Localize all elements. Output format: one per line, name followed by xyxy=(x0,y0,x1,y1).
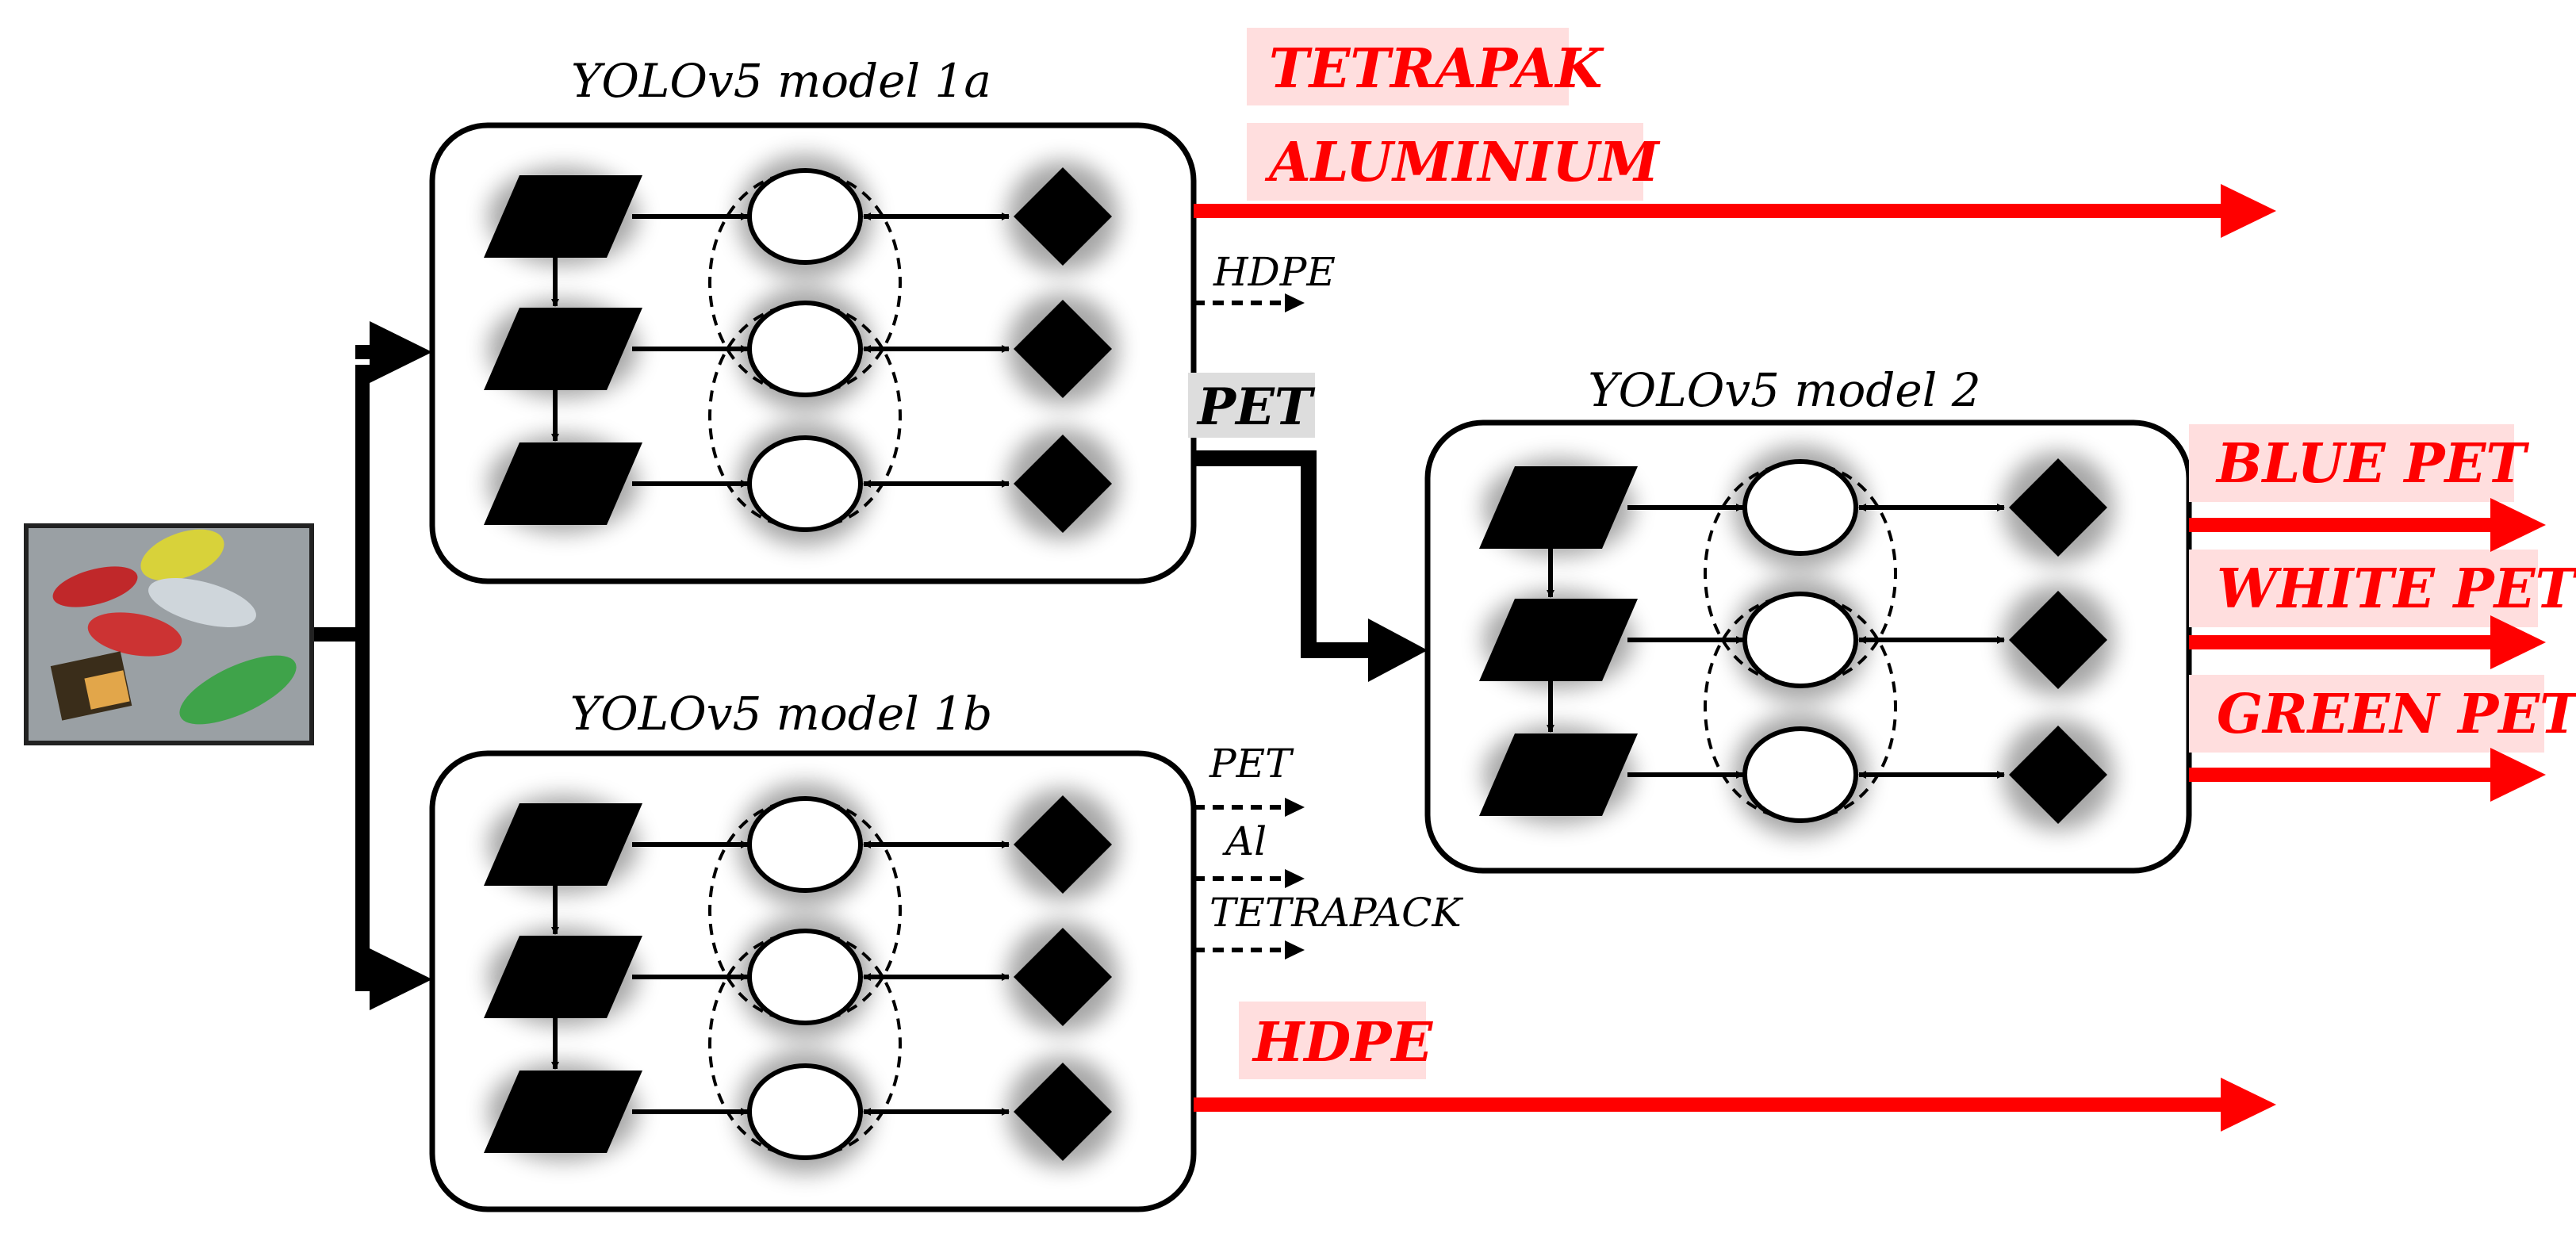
dashed-label-tetrapack: TETRAPACK xyxy=(1209,890,1463,936)
model-2-network-output-node-1 xyxy=(2009,458,2107,557)
input-waste-image xyxy=(24,523,314,745)
model-1b-network-output-node-3 xyxy=(1014,1063,1112,1161)
model-2-network-input-node-2 xyxy=(1479,599,1638,681)
dashed-outputs: HDPE PET Al TETRAPACK xyxy=(1194,249,1463,959)
model-1b-network xyxy=(484,783,1118,1174)
model-1b-network-hidden-node-2 xyxy=(747,929,863,1025)
model-1a-network-output-node-3 xyxy=(1014,435,1112,533)
label-blue-pet: BLUE PET xyxy=(2215,432,2529,496)
output-arrows xyxy=(1194,184,2546,1132)
label-white-pet: WHITE PET xyxy=(2217,557,2576,621)
model-1a-network-hidden-node-1 xyxy=(747,168,863,265)
model-2-network-output-node-2 xyxy=(2009,591,2107,689)
model-1b-network-input-node-2 xyxy=(484,936,642,1018)
arrow-1a-main-head xyxy=(2221,184,2276,238)
model-1b-network-hidden-node-3 xyxy=(747,1063,863,1160)
input-split-connector xyxy=(314,321,432,1010)
model-2-network-input-node-3 xyxy=(1479,733,1638,816)
model-1b-network-recurrent-left-1 xyxy=(708,802,782,1020)
model-2-network-recurrent-right-2 xyxy=(1823,597,1897,818)
model-1b-network-recurrent-left-2 xyxy=(708,934,782,1155)
model-1a: YOLOv5 model 1a xyxy=(429,54,1197,584)
model-1b-network-input-node-1 xyxy=(484,803,642,886)
arrow-green-pet xyxy=(2189,768,2498,782)
model-1b-network-input-node-3 xyxy=(484,1071,642,1153)
model-2-network-recurrent-left-1 xyxy=(1704,465,1777,683)
arrow-1b-main xyxy=(1194,1097,2229,1112)
pet-route-label: PET xyxy=(1196,377,1316,437)
model-1a-title: YOLOv5 model 1a xyxy=(571,54,991,108)
model-2-network-recurrent-right-1 xyxy=(1823,465,1897,683)
model-2-network-output-node-3 xyxy=(2009,726,2107,824)
dashed-label-al: Al xyxy=(1222,818,1267,864)
model-1a-network-input-node-3 xyxy=(484,442,642,525)
label-aluminium: ALUMINIUM xyxy=(1264,131,1661,194)
model-2-network-input-node-1 xyxy=(1479,466,1638,549)
dashed-label-hdpe: HDPE xyxy=(1213,249,1336,295)
label-hdpe: HDPE xyxy=(1252,1011,1433,1074)
model-2-network-hidden-node-2 xyxy=(1742,592,1858,688)
model-1a-network-recurrent-right-2 xyxy=(828,306,902,527)
output-labels: TETRAPAK ALUMINIUM HDPE BLUE PET WHITE P… xyxy=(1239,28,2576,1079)
model-1a-network xyxy=(484,155,1118,546)
arrow-1a-main xyxy=(1194,204,2229,218)
label-green-pet: GREEN PET xyxy=(2217,683,2576,746)
model-1b-network-recurrent-right-2 xyxy=(828,934,902,1155)
model-1a-network-output-node-2 xyxy=(1014,300,1112,398)
pet-route: PET xyxy=(1188,373,1428,682)
model-1a-network-recurrent-left-2 xyxy=(708,306,782,527)
model-1a-network-recurrent-right-1 xyxy=(828,174,902,392)
model-2-network-hidden-node-1 xyxy=(1742,459,1858,556)
model-1b-network-output-node-2 xyxy=(1014,928,1112,1026)
arrow-blue-pet xyxy=(2189,518,2498,532)
model-1a-network-output-node-1 xyxy=(1014,167,1112,266)
arrow-white-pet xyxy=(2189,635,2498,649)
model-1b: YOLOv5 model 1b xyxy=(429,687,1197,1212)
model-1b-network-hidden-node-1 xyxy=(747,796,863,893)
model-1b-network-output-node-1 xyxy=(1014,795,1112,894)
model-2-network-recurrent-left-2 xyxy=(1704,597,1777,818)
model-1a-network-recurrent-left-1 xyxy=(708,174,782,392)
model-1a-network-hidden-node-2 xyxy=(747,301,863,397)
label-tetrapak: TETRAPAK xyxy=(1269,37,1604,101)
model-1a-network-hidden-node-3 xyxy=(747,435,863,532)
model-2-network xyxy=(1479,446,2114,837)
model-2-title: YOLOv5 model 2 xyxy=(1588,363,1980,417)
model-1b-title: YOLOv5 model 1b xyxy=(570,687,992,741)
model-1a-network-input-node-2 xyxy=(484,308,642,390)
model-2-network-hidden-node-3 xyxy=(1742,726,1858,823)
dashed-label-pet: PET xyxy=(1209,741,1294,787)
arrow-1b-main-head xyxy=(2221,1078,2276,1132)
model-1b-network-recurrent-right-1 xyxy=(828,802,902,1020)
model-2: YOLOv5 model 2 xyxy=(1424,363,2192,874)
model-1a-network-input-node-1 xyxy=(484,175,642,258)
